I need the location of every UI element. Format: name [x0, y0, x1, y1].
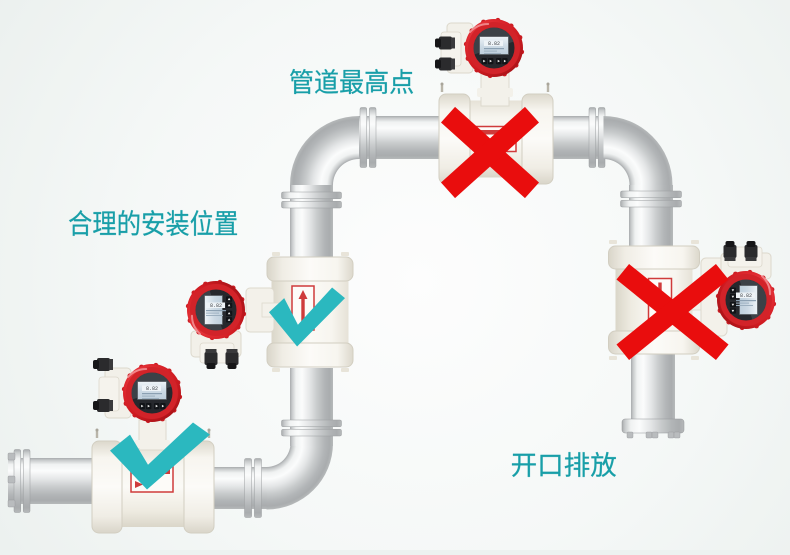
svg-text:8.82: 8.82: [740, 293, 752, 299]
svg-text:8.82: 8.82: [146, 386, 158, 392]
svg-text:8.82: 8.82: [210, 303, 222, 309]
svg-text:8.82: 8.82: [488, 41, 500, 47]
